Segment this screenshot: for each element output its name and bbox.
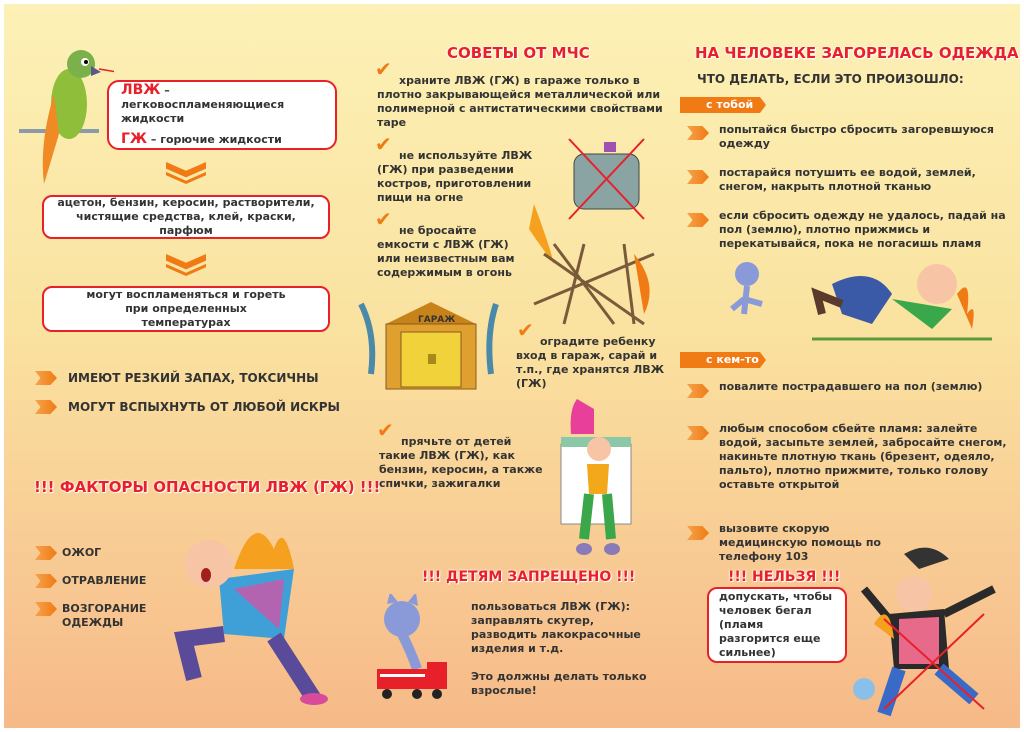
- chevron-down-icon: [166, 162, 206, 184]
- poster: ЛВЖ – легковоспламеняющиеся жидкости ГЖ …: [4, 4, 1020, 728]
- dont-heading: !!! НЕЛЬЗЯ !!!: [728, 569, 841, 585]
- tip-garage: оградите ребенку вход в гараж, сарай и т…: [516, 335, 665, 390]
- chevron-right-icon: [687, 213, 709, 227]
- factor-poisoning: ОТРАВЛЕНИЕ: [62, 574, 147, 587]
- chevron-right-icon: [35, 574, 57, 588]
- garage-sign: ГАРАЖ: [418, 315, 455, 325]
- chevron-right-icon: [687, 526, 709, 540]
- chevron-right-icon: [35, 546, 57, 560]
- chevron-right-icon: [687, 126, 709, 140]
- chevron-right-icon: [687, 426, 709, 440]
- lvzh-definition: – легковоспламеняющиеся жидкости: [121, 84, 285, 125]
- canister-campfire-illustration: [529, 138, 655, 326]
- factors-heading: !!! ФАКТОРЫ ОПАСНОСТИ ЛВЖ (ГЖ) !!!: [34, 478, 381, 496]
- other-item: повалите пострадавшего на пол (землю): [719, 380, 983, 393]
- bullet-spark: МОГУТ ВСПЫХНУТЬ ОТ ЛЮБОЙ ИСКРЫ: [68, 400, 340, 414]
- gzh-definition: – горючие жидкости: [147, 133, 282, 146]
- chevron-right-icon: [35, 371, 57, 385]
- self-tab: с тобой: [680, 97, 766, 113]
- self-item: если сбросить одежду не удалось, падай н…: [719, 209, 1006, 250]
- children-forbidden-heading: !!! ДЕТЯМ ЗАПРЕЩЕНО !!!: [422, 569, 636, 585]
- factor-clothes-fire: ВОЗГОРАНИЕ ОДЕЖДЫ: [62, 602, 147, 629]
- chevron-right-icon: [687, 170, 709, 184]
- tip-storage: храните ЛВЖ (ГЖ) в гараже только в плотн…: [377, 74, 663, 129]
- burning-boy-illustration: [174, 533, 328, 705]
- tip-campfire: не используйте ЛВЖ (ГЖ) при разведении к…: [377, 149, 533, 204]
- chevron-right-icon: [35, 602, 57, 616]
- running-man-illustration: [853, 547, 996, 717]
- children-forbidden-text: пользоваться ЛВЖ (ГЖ): заправлять скутер…: [471, 600, 641, 655]
- tip-fire: не бросайте емкости с ЛВЖ (ГЖ) или неизв…: [377, 224, 515, 279]
- check-icon: ✔: [377, 418, 394, 442]
- self-item: попытайся быстро сбросить загоревшуюся о…: [719, 123, 994, 150]
- chevron-right-icon: [687, 384, 709, 398]
- gzh-abbr: ГЖ: [121, 131, 148, 147]
- factor-burn: ОЖОГ: [62, 546, 102, 559]
- chevron-down-icon: [166, 254, 206, 276]
- bullet-toxic: ИМЕЮТ РЕЗКИЙ ЗАПАХ, ТОКСИЧНЫ: [68, 371, 319, 385]
- parrot-illustration: [19, 50, 114, 184]
- other-item: вызовите скорую медицинскую помощь по те…: [719, 522, 881, 563]
- check-icon: ✔: [375, 57, 392, 81]
- check-icon: ✔: [375, 207, 392, 231]
- garage-illustration: ГАРАЖ: [358, 302, 499, 390]
- lvzh-abbr: ЛВЖ: [121, 82, 161, 98]
- tip-hide: прячьте от детей такие ЛВЖ (ГЖ), как бен…: [379, 435, 543, 490]
- dont-box: допускать, чтобы человек бегал (пламя ра…: [707, 587, 847, 663]
- clothes-fire-heading: НА ЧЕЛОВЕКЕ ЗАГОРЕЛАСЬ ОДЕЖДА: [695, 44, 1019, 62]
- check-icon: ✔: [375, 132, 392, 156]
- self-item: постарайся потушить ее водой, землей, сн…: [719, 166, 976, 193]
- chevron-right-icon: [35, 400, 57, 414]
- definition-box: ЛВЖ – легковоспламеняющиеся жидкости ГЖ …: [107, 80, 337, 150]
- what-to-do-subheading: ЧТО ДЕЛАТЬ, ЕСЛИ ЭТО ПРОИЗОШЛО:: [697, 72, 964, 86]
- property-box: могут воспламеняться и гореть при опреде…: [42, 286, 330, 332]
- rolling-boy-cat-illustration: [730, 262, 992, 341]
- cat-truck-illustration: [377, 594, 447, 699]
- examples-box: ацетон, бензин, керосин, растворители, ч…: [42, 195, 330, 239]
- other-item: любым способом сбейте пламя: залейте вод…: [719, 422, 1007, 491]
- child-reaching-illustration: [560, 399, 632, 555]
- adults-only-text: Это должны делать только взрослые!: [471, 670, 647, 697]
- check-icon: ✔: [517, 318, 534, 342]
- tips-heading: СОВЕТЫ ОТ МЧС: [447, 44, 590, 62]
- other-person-tab: с кем-то: [680, 352, 766, 368]
